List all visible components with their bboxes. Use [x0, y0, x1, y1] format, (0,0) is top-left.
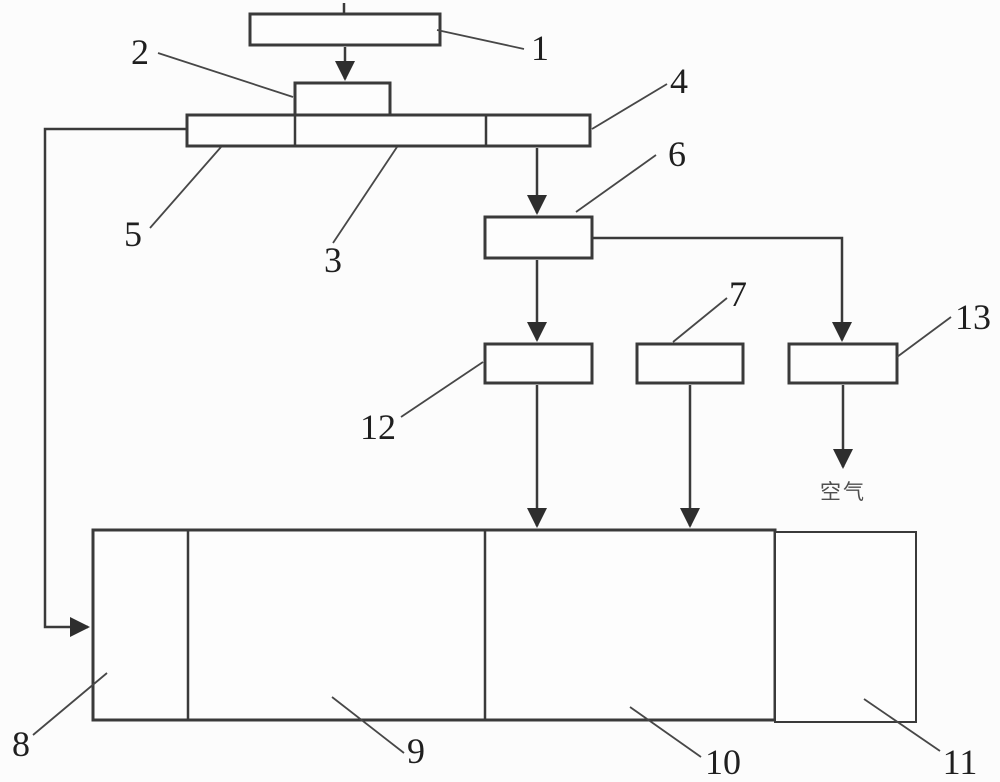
callout-6: 6 — [668, 134, 686, 174]
callout-7: 7 — [729, 274, 747, 314]
callout-2: 2 — [131, 32, 149, 72]
callout-10: 10 — [705, 742, 741, 782]
leader-10 — [629, 706, 702, 758]
callout-13: 13 — [955, 297, 991, 337]
callout-9: 9 — [407, 731, 425, 771]
callout-11: 11 — [943, 742, 978, 782]
process-boxes — [91, 12, 917, 723]
leader-13 — [896, 316, 952, 358]
leader-lines — [32, 29, 952, 758]
leader-9 — [331, 696, 405, 754]
vessel-outline — [91, 528, 777, 722]
bar-outline — [185, 113, 592, 148]
leader-3 — [332, 146, 398, 244]
leader-5 — [149, 146, 222, 229]
air-outlet-label: 空气 — [820, 480, 866, 504]
box-2 — [293, 81, 392, 117]
leader-1 — [436, 29, 525, 50]
leader-2 — [157, 52, 294, 98]
recycle-line-bar5-to-vessel — [43, 127, 187, 637]
callout-5: 5 — [124, 214, 142, 254]
box-11 — [774, 531, 917, 723]
leader-11 — [863, 698, 941, 752]
arrow-box6-to-box13 — [592, 236, 852, 342]
leader-8 — [32, 672, 108, 736]
callout-labels: 1 2 3 4 5 6 7 8 9 10 11 12 13 — [12, 28, 991, 782]
callout-12: 12 — [360, 407, 396, 447]
leader-4 — [591, 83, 668, 130]
box-1 — [248, 12, 442, 47]
box-13 — [787, 342, 899, 385]
leader-7 — [672, 297, 728, 343]
callout-8: 8 — [12, 724, 30, 764]
connectors — [43, 3, 853, 637]
leader-12 — [400, 361, 484, 418]
callout-3: 3 — [324, 240, 342, 280]
callout-4: 4 — [670, 61, 688, 101]
callout-1: 1 — [531, 28, 549, 68]
box-7 — [635, 342, 745, 385]
box-12 — [483, 342, 594, 385]
leader-6 — [575, 154, 657, 213]
box-6 — [483, 215, 594, 260]
